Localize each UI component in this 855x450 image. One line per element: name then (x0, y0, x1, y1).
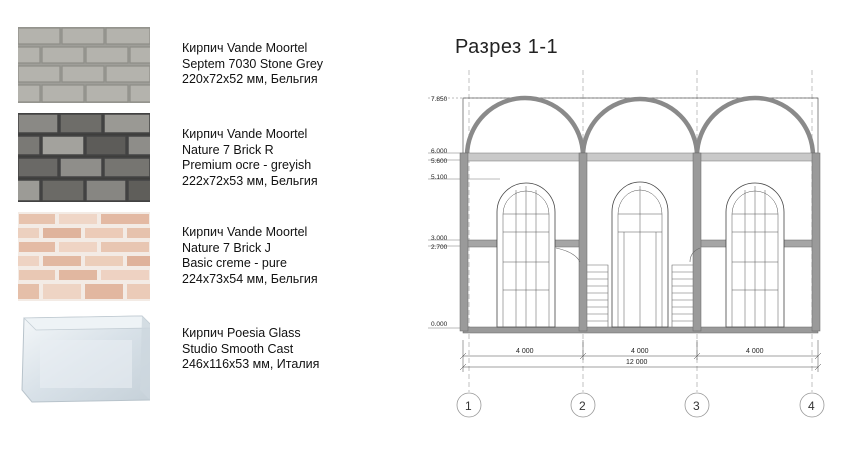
dimension-label: 4 000 (516, 348, 534, 355)
material-line: Septem 7030 Stone Grey (182, 56, 324, 71)
arches (464, 95, 816, 157)
material-line: Кирпич Vande Moortel (182, 225, 308, 239)
material-line: Nature 7 Brick J (182, 240, 271, 255)
stairs (555, 247, 701, 327)
level-label: 5.100 (431, 174, 448, 181)
material-line: 220x72x52 мм, Бельгия (182, 72, 318, 86)
level-label: 5.600 (431, 158, 448, 165)
window-mullions (502, 186, 779, 327)
material-line: Кирпич Poesia Glass (182, 326, 301, 340)
axis-label-1: 1 (465, 399, 472, 413)
dimension-label: 4 000 (746, 348, 764, 355)
stone-grey-brick-swatch (18, 27, 150, 103)
dimension-total-label: 12 000 (626, 359, 648, 366)
level-label: 2.700 (431, 244, 448, 251)
dimension-label: 4 000 (631, 348, 649, 355)
ground-slab (462, 326, 819, 334)
nature-brick-j-swatch (18, 212, 150, 301)
material-line: Кирпич Vande Moortel (182, 41, 308, 55)
material-line: Кирпич Vande Moortel (182, 127, 308, 141)
section-title: Разрез 1-1 (455, 36, 559, 58)
material-label-2: Кирпич Vande Moortel Nature 7 Brick R Pr… (182, 127, 318, 189)
axis-bubbles (456, 392, 825, 418)
material-label-1: Кирпич Vande Moortel Septem 7030 Stone G… (182, 41, 323, 88)
level-label: 0.000 (431, 321, 448, 328)
glass-brick-swatch (18, 308, 150, 403)
level-labels: 7.850 6.000 5.600 5.100 3.000 2.700 0.00… (431, 96, 448, 328)
material-line: Basic creme - pure (182, 256, 287, 270)
upper-slab (462, 152, 819, 162)
material-line: Studio Smooth Cast (182, 341, 294, 356)
axis-label-3: 3 (693, 399, 700, 413)
windows (496, 181, 785, 328)
material-label-3: Кирпич Vande Moortel Nature 7 Brick J Ba… (182, 225, 318, 287)
dimension-lines (459, 340, 822, 372)
level-label: 6.000 (431, 148, 448, 155)
material-line: 222x72x53 мм, Бельгия (182, 173, 318, 188)
material-label-4: Кирпич Poesia Glass Studio Smooth Cast 2… (182, 326, 319, 373)
level-label: 7.850 (431, 96, 448, 103)
material-line: 246x116x53 мм, Италия (182, 357, 320, 371)
material-line: 224x73x54 мм, Бельгия (182, 271, 318, 286)
columns (459, 152, 821, 332)
axis-label-2: 2 (579, 399, 586, 413)
material-line: Nature 7 Brick R (182, 142, 274, 157)
material-line: Premium ocre - greyish (182, 158, 312, 172)
level-label: 3.000 (431, 235, 448, 242)
axis-label-4: 4 (808, 399, 815, 413)
nature-brick-r-swatch (18, 113, 150, 202)
